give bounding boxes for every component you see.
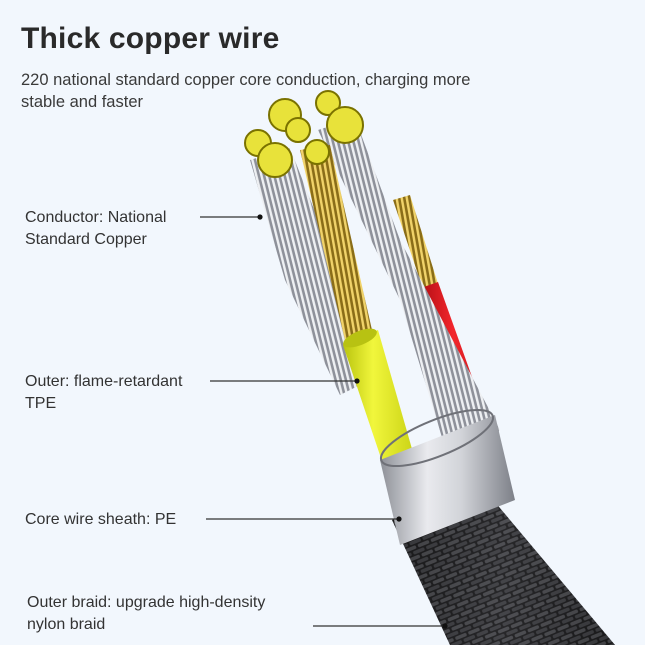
callout-outer-tpe: Outer: flame-retardant TPE xyxy=(25,371,182,415)
callout-outer-line1: Outer: flame-retardant xyxy=(25,373,183,390)
pe-sheath-ring xyxy=(380,415,515,545)
yellow-wire xyxy=(343,330,418,485)
callout-conductor-line1: Conductor: National xyxy=(25,209,167,226)
page-subtitle: 220 national standard copper core conduc… xyxy=(21,71,471,111)
callout-outer-braid: Outer braid: upgrade high-density nylon … xyxy=(27,592,265,636)
callout-outer-line2: TPE xyxy=(25,395,57,412)
copper-strands xyxy=(300,145,372,340)
callout-core-sheath: Core wire sheath: PE xyxy=(25,509,176,531)
callout-sheath-line1: Core wire sheath: PE xyxy=(25,511,177,528)
page-title: Thick copper wire xyxy=(21,22,280,55)
callout-braid-line2: nylon braid xyxy=(27,616,106,633)
callout-conductor-line2: Standard Copper xyxy=(25,231,147,248)
callout-braid-line1: Outer braid: upgrade high-density xyxy=(27,594,266,611)
silver-strand-bundle xyxy=(318,118,500,480)
callout-conductor: Conductor: National Standard Copper xyxy=(25,207,166,251)
conductor-tips xyxy=(244,90,364,178)
